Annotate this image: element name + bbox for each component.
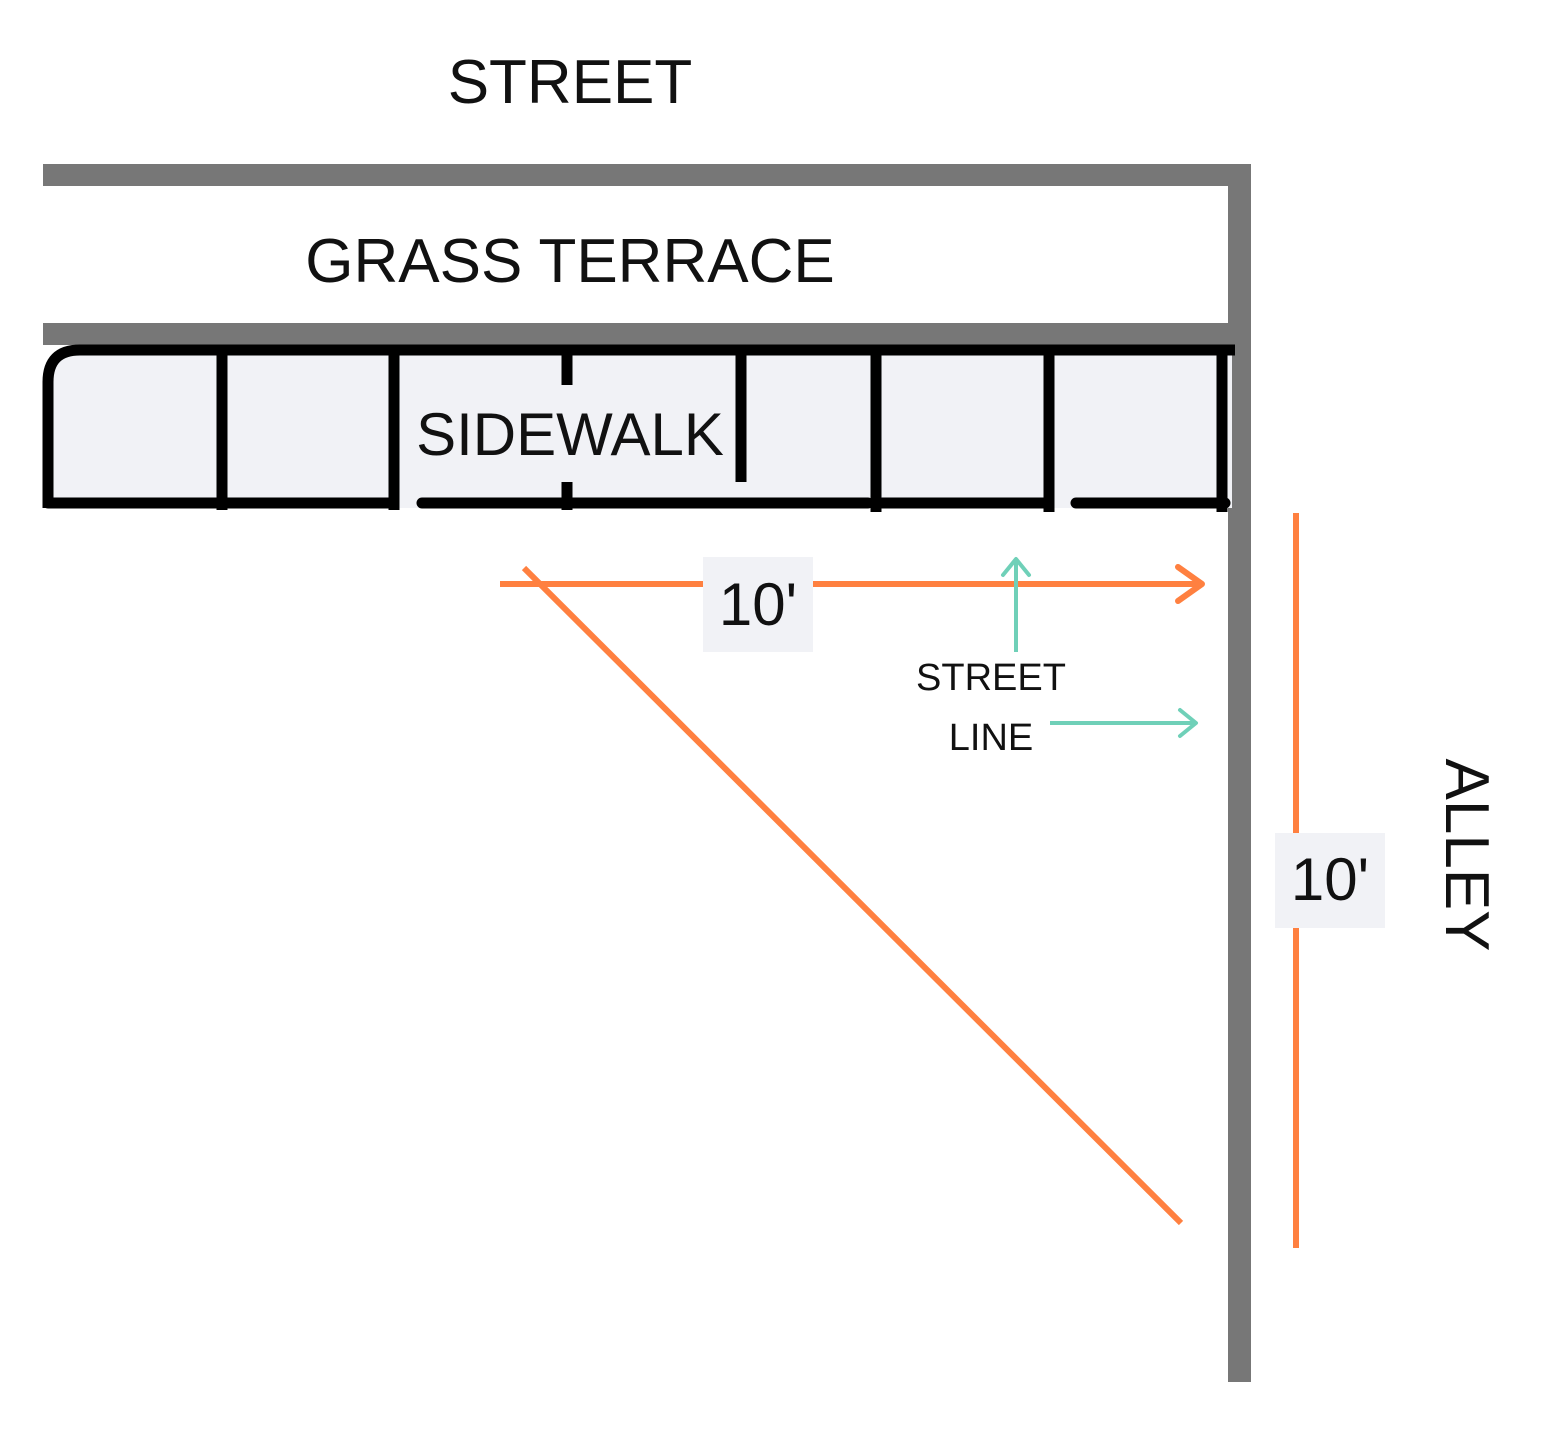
property-boundary [43, 164, 1251, 1382]
sidewalk-joints [216, 352, 1228, 512]
vertical-dimension-label-box [1275, 833, 1385, 928]
street-edge-line [43, 164, 1251, 186]
street-line-callout: STREET LINE [916, 557, 1198, 759]
street-line-label-top: STREET [916, 657, 1066, 699]
street-line-up-arrowhead [1001, 557, 1031, 577]
terrace-edge-line [43, 323, 1230, 345]
street-line-right-arrowhead [1178, 708, 1198, 738]
grass-terrace-label: GRASS TERRACE [305, 227, 834, 296]
alley-label: ALLEY [1432, 758, 1501, 951]
horizontal-dimension-label-box [703, 557, 813, 652]
vertical-dimension: 10' [1275, 513, 1385, 1248]
sidewalk-fill [48, 350, 1232, 508]
horizontal-dimension-label: 10' [719, 571, 797, 638]
street-line-label-bottom: LINE [949, 717, 1033, 759]
street-label: STREET [448, 48, 693, 117]
sidewalk-top-edge [42, 344, 1235, 508]
sidewalk-label: SIDEWALK [416, 401, 724, 468]
horizontal-dimension: 10' [500, 557, 1205, 652]
sight-triangle-diagonal [521, 565, 1184, 1226]
alley-edge-line [1228, 164, 1251, 1382]
vertical-dimension-label: 10' [1291, 846, 1369, 913]
sidewalk: SIDEWALK [42, 344, 1235, 512]
horizontal-dimension-arrowhead [1175, 564, 1205, 604]
